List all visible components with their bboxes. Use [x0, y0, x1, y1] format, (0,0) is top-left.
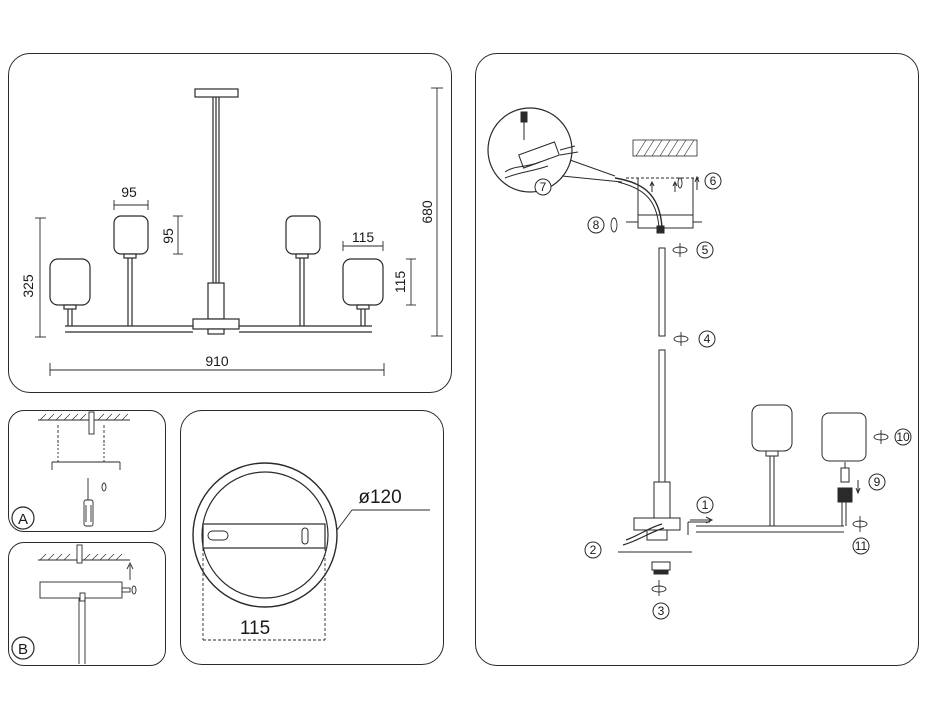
large-shade-width-dimension: 115: [352, 229, 375, 245]
arm-height-dimension: 325: [20, 274, 36, 298]
plate-width-dimension: 115: [240, 618, 270, 639]
step-10-label: 10: [896, 430, 910, 444]
step-6-label: 6: [710, 174, 717, 188]
canopy-outer-circle: [192, 462, 338, 608]
step-2-label: 2: [590, 543, 597, 557]
dimensions-panel: [8, 53, 452, 393]
step-5-label: 5: [702, 243, 709, 257]
step-4-label: 4: [704, 332, 711, 346]
rotate-icon: [610, 217, 618, 233]
step-7-label: 7: [540, 180, 547, 194]
rotate-icon: [677, 177, 683, 189]
mount-step-b-panel: [8, 542, 166, 666]
step-a-label: A: [18, 511, 28, 528]
canopy-inner-circle: [201, 471, 329, 599]
small-shade-height-dimension: 95: [160, 228, 176, 244]
step-3-label: 3: [658, 604, 665, 618]
large-shade-height-dimension: 115: [392, 271, 408, 294]
step-11-label: 11: [855, 539, 868, 553]
canopy-diameter-dimension: ø120: [358, 487, 401, 508]
step-8-label: 8: [593, 218, 600, 232]
step-b-label: B: [18, 641, 28, 658]
small-shade-width-dimension: 95: [121, 184, 137, 200]
width-dimension: 910: [205, 353, 229, 369]
step-9-label: 9: [874, 475, 881, 489]
height-dimension: 680: [419, 200, 435, 224]
step-1-label: 1: [702, 498, 709, 512]
